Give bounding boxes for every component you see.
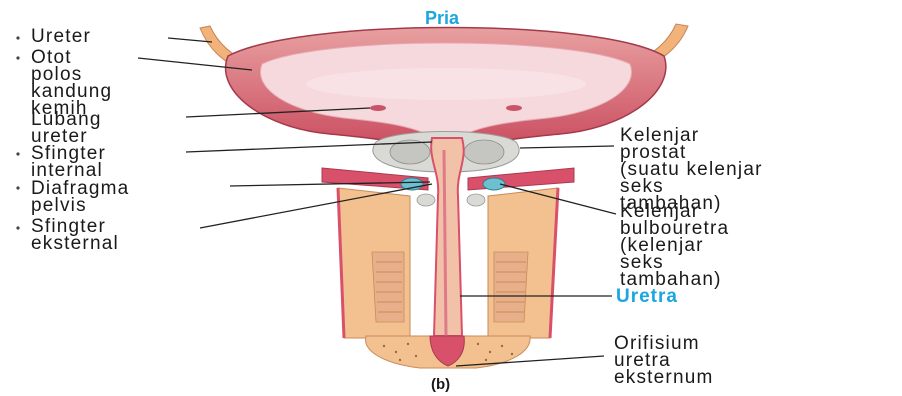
label-kelenjar-bulbouretra: Kelenjar bulbouretra (kelenjar seks tamb… [620, 203, 729, 288]
ureter-opening-right [506, 105, 522, 111]
leader-prostat [520, 146, 614, 148]
diagram-title: Pria [425, 8, 459, 29]
label-ureter-line-1: Ureter [31, 28, 91, 45]
label-otot-polos-kandung-kemih: Otot polos kandung kemih [31, 49, 112, 117]
gland-small-left [417, 194, 435, 206]
label-diafragma-line-2: pelvis [31, 197, 129, 214]
label-ureter: Ureter [31, 28, 91, 45]
bladder-fold [306, 68, 586, 100]
label-diafragma-pelvis: Diafragma pelvis [31, 180, 129, 214]
label-sfingter-internal-line-2: internal [31, 162, 106, 179]
label-sfingter-eksternal-line-2: eksternal [31, 235, 119, 252]
label-lubang-ureter: Lubang ureter [31, 111, 102, 145]
bullet-dots [16, 36, 19, 229]
label-orifisium-uretra-eksternum: Orifisium uretra eksternum [614, 335, 714, 386]
prostate-lobe-right [464, 140, 504, 164]
label-kelenjar-prostat: Kelenjar prostat (suatu kelenjar seks ta… [620, 127, 763, 212]
label-sfingter-internal: Sfingter internal [31, 145, 106, 179]
figure-caption: (b) [431, 376, 450, 393]
urethra [431, 138, 464, 336]
ureter-opening-left [370, 105, 386, 111]
gland-small-right [467, 194, 485, 206]
label-orifisium-line-3: eksternum [614, 369, 714, 386]
label-uretra: Uretra [616, 286, 678, 308]
urethra-lumen [444, 150, 446, 336]
label-sfingter-eksternal: Sfingter eksternal [31, 218, 119, 252]
